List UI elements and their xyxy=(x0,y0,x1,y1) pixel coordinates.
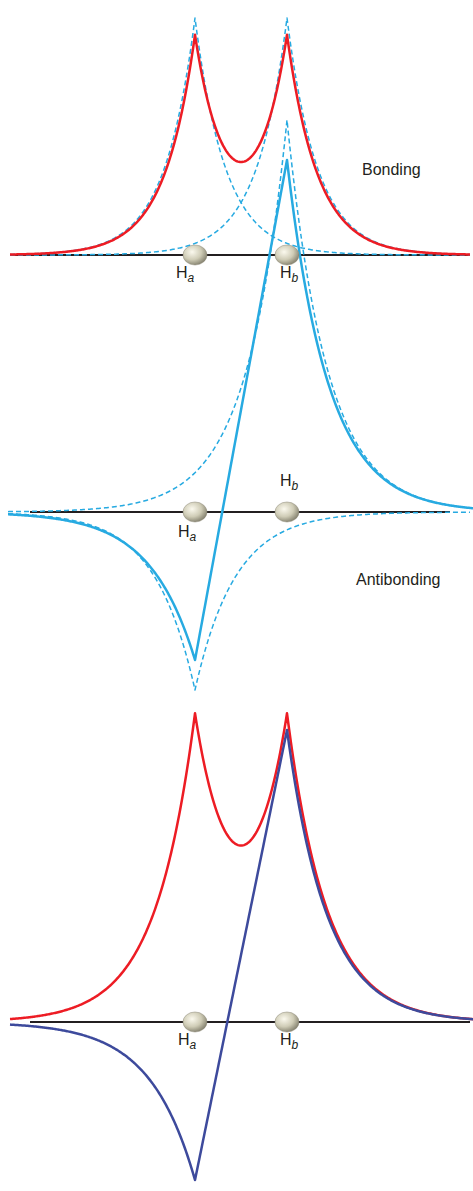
hydrogen-nucleus xyxy=(183,502,207,522)
atom-label: Ha xyxy=(178,523,196,546)
hydrogen-nucleus xyxy=(275,502,299,522)
bonding-curve xyxy=(10,35,470,255)
atomic-orbital-curve xyxy=(8,120,470,512)
atomic-orbital-curve xyxy=(8,512,470,690)
atom-label: Ha xyxy=(178,1031,196,1054)
hydrogen-nucleus xyxy=(183,1012,207,1032)
antibonding-curve xyxy=(8,160,473,660)
internuclear-axis xyxy=(30,511,450,513)
atom-label: Ha xyxy=(176,264,194,287)
hydrogen-nucleus xyxy=(275,245,299,265)
atom-label: Hb xyxy=(280,472,298,495)
atomic-orbital-curve xyxy=(10,18,470,255)
atom-label: Hb xyxy=(280,264,298,287)
atomic-orbital-curve xyxy=(10,18,470,255)
bonding-curve xyxy=(10,713,473,1019)
hydrogen-nucleus xyxy=(275,1012,299,1032)
antibonding-curve xyxy=(10,730,473,1180)
internuclear-axis xyxy=(30,1021,470,1023)
orbital-label: Bonding xyxy=(362,161,421,179)
atom-label: Hb xyxy=(280,1031,298,1054)
hydrogen-nucleus xyxy=(183,245,207,265)
orbital-label: Antibonding xyxy=(356,571,441,589)
